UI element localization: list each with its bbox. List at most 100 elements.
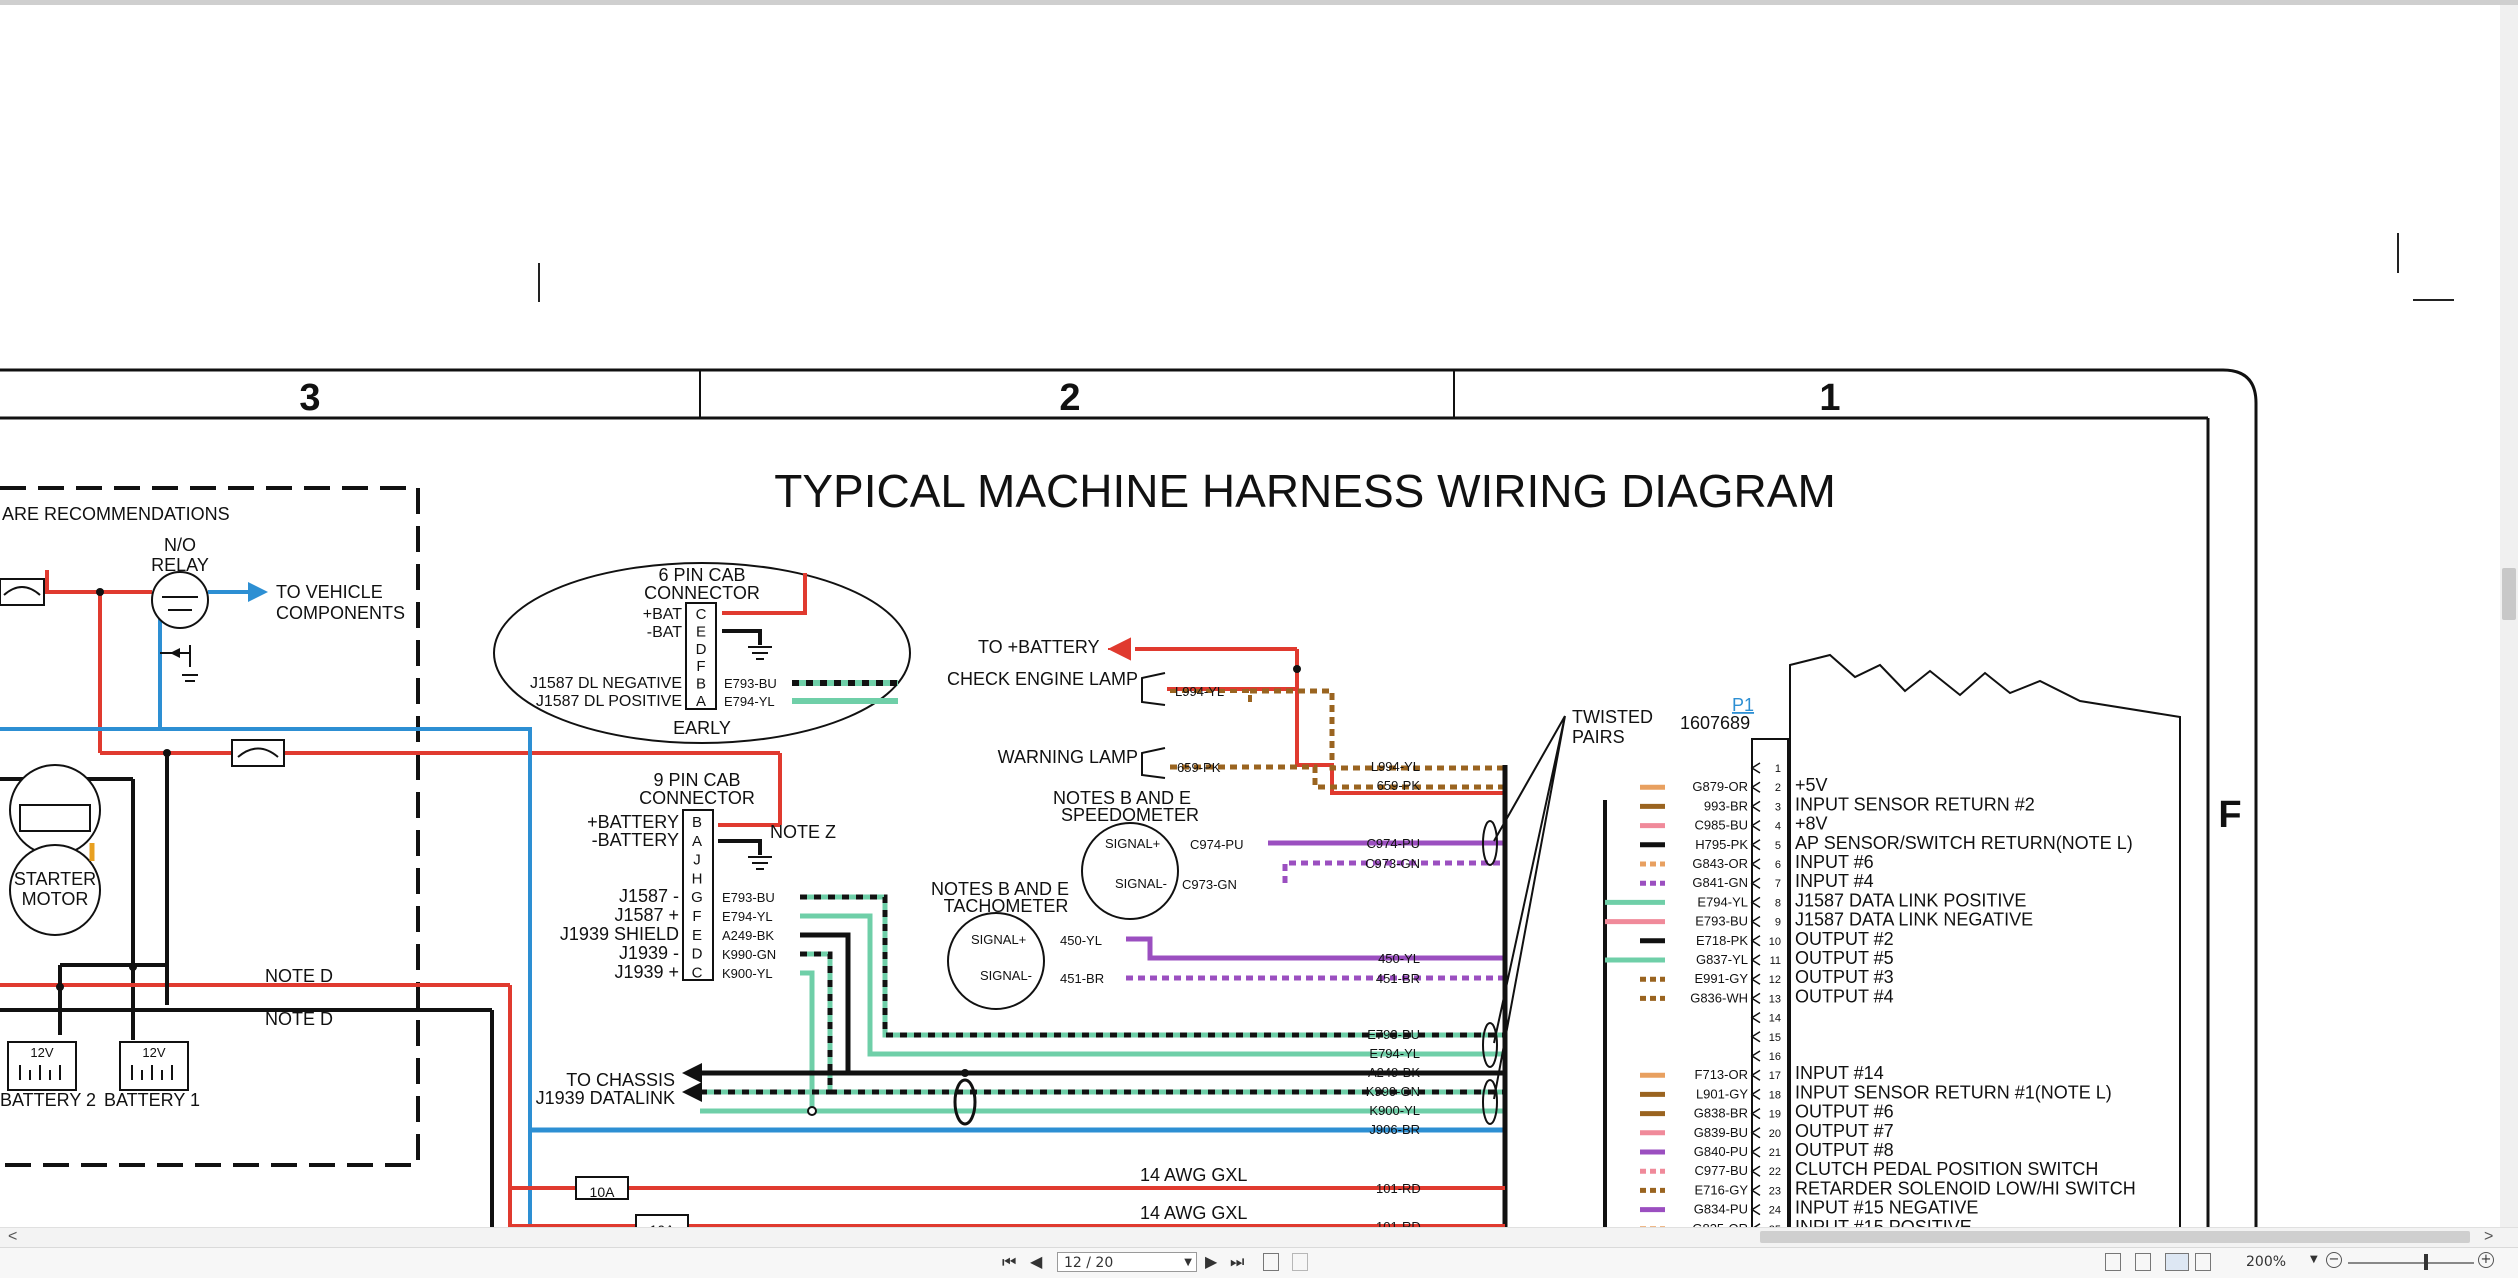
- p1-pin-contact: [1750, 954, 1761, 966]
- p1-wire-label: G838-BR: [1694, 1106, 1748, 1121]
- cab9-ground-wire: [718, 839, 762, 855]
- cab9-label-1: 9 PIN CAB: [653, 770, 740, 790]
- starter-label-2: MOTOR: [22, 889, 89, 909]
- first-page-icon[interactable]: ⏮: [1002, 1252, 1017, 1271]
- p1-pin-function: INPUT SENSOR RETURN #1(NOTE L): [1795, 1082, 2112, 1102]
- l994-bus-wire: [1250, 688, 1505, 771]
- recommendation-boundary: [0, 486, 420, 1167]
- awg-label: 14 AWG GXL: [1140, 1203, 1247, 1223]
- p1-wire-label: G836-WH: [1690, 990, 1748, 1005]
- p1-wire-label: F713-OR: [1695, 1067, 1748, 1082]
- cab6-early-label: EARLY: [673, 718, 731, 738]
- chevron-down-icon[interactable]: ▼: [1184, 1257, 1192, 1268]
- tachometer-label: TACHOMETER: [944, 896, 1069, 916]
- page-layout-icon[interactable]: [1263, 1253, 1279, 1271]
- p1-pin-function: OUTPUT #7: [1795, 1121, 1894, 1141]
- p1-pin-number: 1: [1775, 763, 1781, 775]
- p1-pin-function: INPUT #15 POSITIVE: [1795, 1217, 1972, 1227]
- next-page-icon[interactable]: ▶: [1205, 1252, 1218, 1271]
- two-page-view-icon[interactable]: [2165, 1253, 2189, 1271]
- cab9-plus-battery: +BATTERY: [587, 812, 679, 832]
- fuse-10a: [635, 1214, 689, 1227]
- p1-pin-function: OUTPUT #6: [1795, 1102, 1894, 1122]
- zone-1-label: 1: [1819, 377, 1840, 419]
- vertical-scroll-thumb[interactable]: [2502, 568, 2516, 620]
- diagram-title: TYPICAL MACHINE HARNESS WIRING DIAGRAM: [774, 465, 1836, 517]
- document-viewer[interactable]: 3 2 1 F TYPICAL MACHINE HARNESS WIRING D…: [0, 5, 2500, 1227]
- p1-pin-number: 11: [1770, 955, 1781, 967]
- p1-pin-function: INPUT #6: [1795, 852, 1874, 872]
- scroll-right-arrow[interactable]: >: [2484, 1228, 2494, 1245]
- p1-wire-label: E991-GY: [1695, 971, 1749, 986]
- cab6-pin-letter: C: [696, 606, 707, 623]
- zone-3-label: 3: [299, 377, 320, 419]
- speedometer-note: NOTES B AND E: [1053, 788, 1191, 808]
- tachometer-wire-451: 451-BR: [1060, 971, 1104, 986]
- ecm-body-outline: [1789, 653, 2181, 1227]
- p1-pin-number: 5: [1775, 840, 1781, 852]
- p1-wire-label: 993-BR: [1704, 798, 1748, 813]
- twist-marker: [1482, 1079, 1498, 1125]
- cab9-pin-letter: D: [692, 946, 703, 963]
- twist-marker: [1482, 1022, 1498, 1068]
- cab9-j1587-plus: J1587 +: [614, 905, 679, 925]
- p1-pin-contact: [1750, 973, 1761, 985]
- scroll-left-arrow[interactable]: <: [8, 1228, 18, 1245]
- l994-wire: [1170, 689, 1252, 705]
- previous-page-icon[interactable]: ◀: [1030, 1252, 1043, 1271]
- p1-pin-contact: [1750, 1031, 1761, 1043]
- speedometer-gauge: [1081, 822, 1179, 920]
- cab9-wire-k900: K900-YL: [722, 966, 773, 981]
- bus-wire-label: L994-YL: [1371, 759, 1420, 774]
- cab9-j1939-minus: J1939 -: [619, 943, 679, 963]
- p1-label[interactable]: P1: [1732, 695, 1754, 715]
- p1-wire-label: G843-OR: [1692, 856, 1748, 871]
- p1-pin-number: 23: [1769, 1185, 1781, 1197]
- cab9-pin-letter: E: [692, 927, 702, 944]
- page-number-input[interactable]: 12 / 20 ▼: [1057, 1252, 1197, 1272]
- bus-wire-label: C973-GN: [1365, 856, 1420, 871]
- page-layout-icon[interactable]: [1292, 1253, 1308, 1271]
- single-page-view-icon[interactable]: [2105, 1253, 2121, 1271]
- window-top-edge: [0, 0, 2518, 5]
- p1-pin-function: INPUT SENSOR RETURN #2: [1795, 794, 2035, 814]
- cab9-pin-letter: A: [692, 833, 702, 850]
- fuse-rating: 10A: [590, 1184, 616, 1200]
- p1-pin-contact: [1750, 839, 1761, 851]
- ground-symbol: [748, 856, 772, 870]
- zoom-slider-handle[interactable]: [2424, 1254, 2428, 1270]
- p1-pin-contact: [1750, 1069, 1761, 1081]
- zoom-level[interactable]: 200%: [2246, 1254, 2287, 1270]
- battery-2-voltage: 12V: [30, 1045, 53, 1060]
- last-page-icon[interactable]: ⏭: [1230, 1252, 1245, 1271]
- p1-pin-contact: [1750, 1050, 1761, 1062]
- fuse-element: [237, 747, 279, 758]
- row-marker-label: F: [2218, 794, 2241, 836]
- continuous-view-icon[interactable]: [2135, 1253, 2151, 1271]
- check-engine-lamp-icon: [1141, 672, 1166, 706]
- cab6-label-2: CONNECTOR: [644, 583, 760, 603]
- note-d-label: NOTE D: [265, 1009, 333, 1029]
- cab6-bat-wire: [722, 573, 807, 615]
- p1-wire-label: G834-PU: [1694, 1202, 1748, 1217]
- cab6-wire-e793: E793-BU: [724, 676, 777, 691]
- relay-label-2: RELAY: [151, 555, 209, 575]
- p1-pin-number: 7: [1775, 878, 1781, 890]
- battery-1-symbol: [119, 1041, 189, 1091]
- ruler-icon[interactable]: [2195, 1253, 2211, 1271]
- zoom-out-icon[interactable]: −: [2326, 1252, 2342, 1268]
- to-chassis-label-2: J1939 DATALINK: [536, 1088, 675, 1108]
- check-lamp-wire-label: L994-YL: [1175, 684, 1224, 699]
- battery-2-symbol: [7, 1041, 77, 1091]
- twisted-pairs-leader: [1493, 715, 1566, 1100]
- cab9-label-2: CONNECTOR: [639, 788, 755, 808]
- p1-wire-label: G841-GN: [1692, 875, 1748, 890]
- note-z-label: NOTE Z: [770, 822, 836, 842]
- battery-1-label: BATTERY 1: [104, 1090, 200, 1110]
- zoom-slider[interactable]: [2348, 1262, 2474, 1264]
- p1-pin-function: INPUT #14: [1795, 1063, 1884, 1083]
- zoom-in-icon[interactable]: +: [2478, 1252, 2494, 1268]
- zoom-dropdown-icon[interactable]: ▼: [2310, 1254, 2318, 1265]
- horizontal-scroll-thumb[interactable]: [1760, 1231, 2470, 1243]
- p1-pin-contact: [1750, 800, 1761, 813]
